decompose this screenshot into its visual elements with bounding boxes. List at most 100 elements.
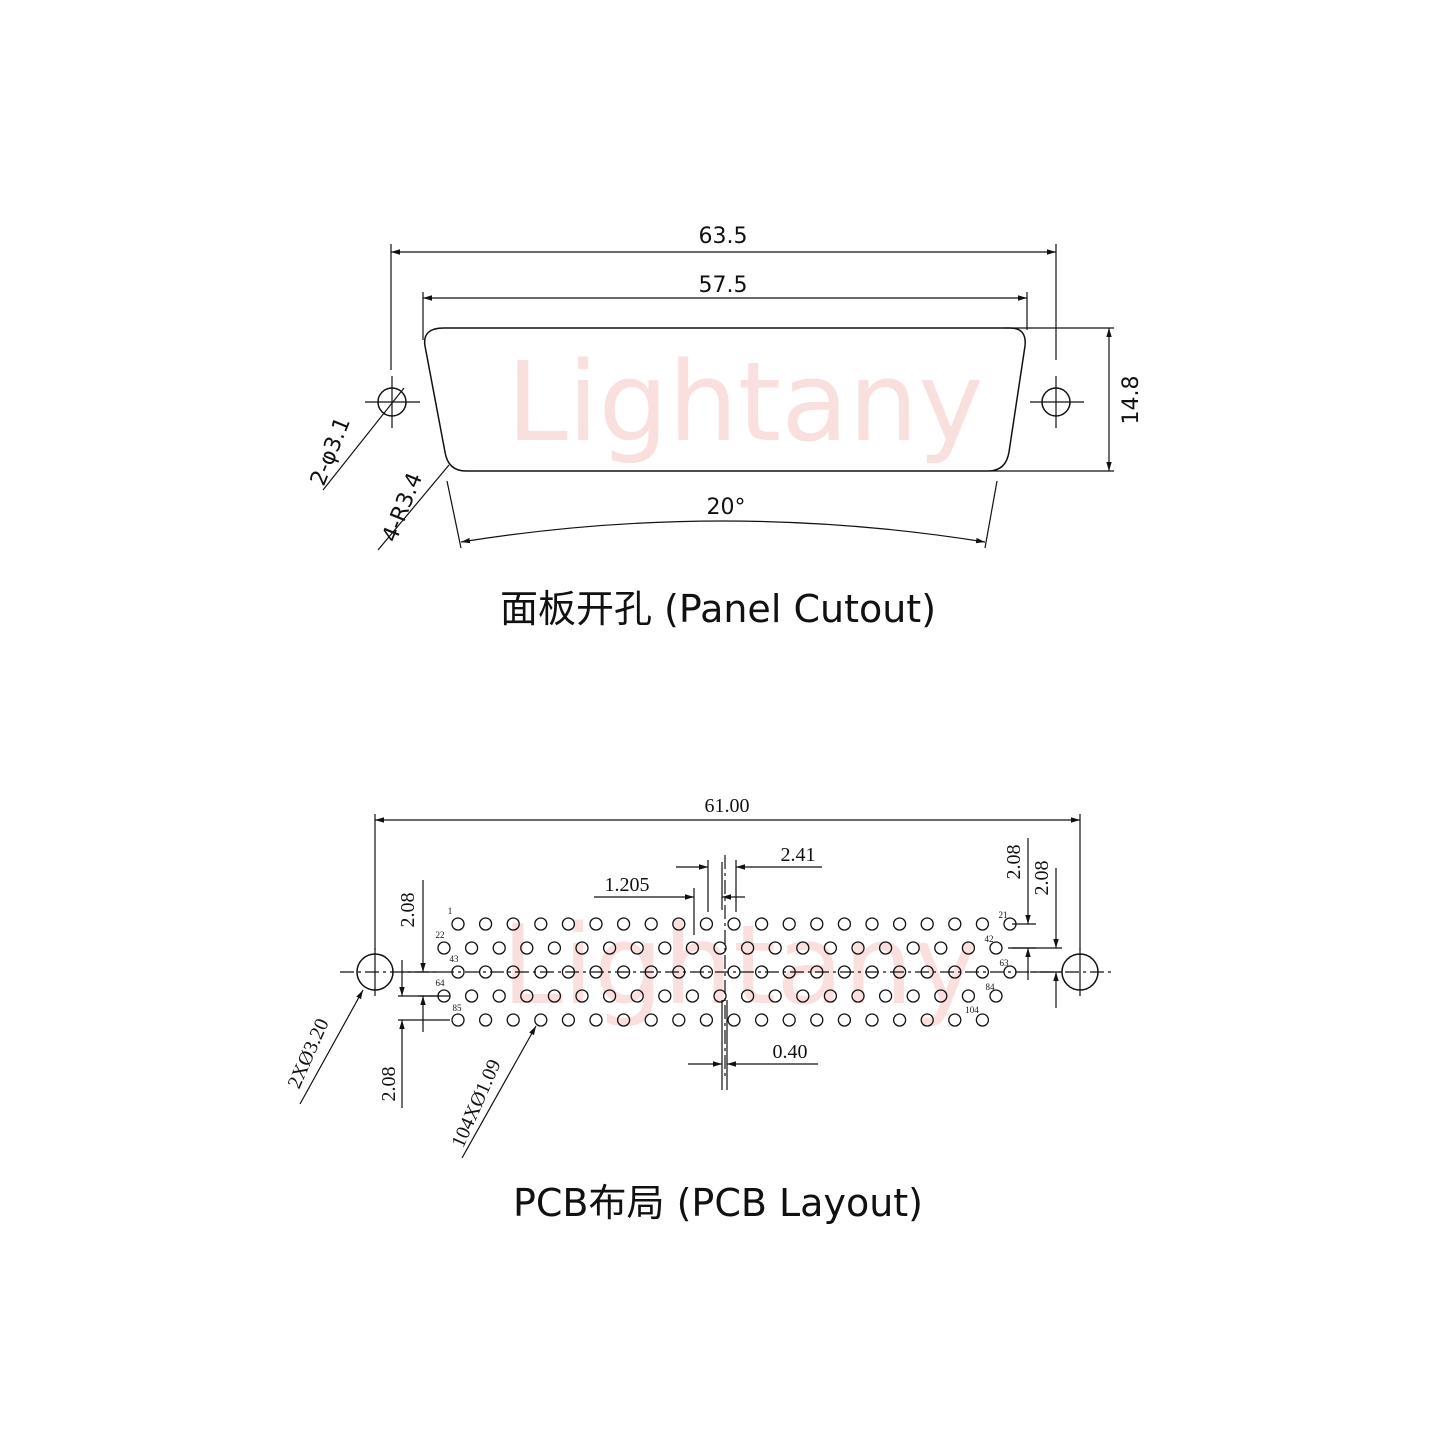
pin-hole (658, 989, 672, 1003)
dim-row-left-lower: 2.08 (378, 960, 450, 1108)
dim-angle-label: 20° (707, 495, 746, 520)
pin-hole (713, 941, 727, 955)
pin-hole (782, 917, 796, 931)
pin-hole (699, 1013, 714, 1027)
pin-hole (630, 989, 644, 1003)
pin-hole (561, 1013, 576, 1027)
pin-hole (464, 989, 479, 1003)
pin-hole (961, 941, 976, 955)
dim-height: 14.8 (990, 327, 1144, 472)
dim-half-pitch: 1.205 (594, 862, 745, 935)
pin-hole (602, 941, 617, 955)
pin-hole (644, 917, 658, 931)
pin-hole (740, 941, 755, 955)
pin-hole (892, 1013, 907, 1027)
pin-label-43: 43 (450, 954, 460, 964)
dim-pcb-overall: 61.00 (374, 795, 1081, 950)
panel-mount-hole-left (365, 376, 420, 428)
pin-hole (437, 941, 451, 955)
pin-hole (851, 989, 865, 1003)
dim-pin-hole-label: 104XØ1.09 (447, 1056, 505, 1151)
pin-hole (478, 965, 493, 979)
pin-hole (989, 989, 1003, 1003)
pin-hole (575, 941, 589, 955)
pin-hole (754, 1013, 769, 1027)
pin-hole (547, 989, 562, 1003)
pin-hole (810, 965, 824, 979)
pin-hole (575, 989, 589, 1003)
dim-row-left-upper-label: 2.08 (397, 893, 419, 928)
pin-label-22: 22 (436, 930, 445, 940)
pin-hole (547, 941, 562, 955)
pin-hole (948, 965, 962, 979)
pin-label-63: 63 (1000, 958, 1010, 968)
pcb-pin-holes (437, 917, 1017, 1027)
dim-mount-hole-callout: 2XØ3.20 (283, 989, 364, 1105)
pin-hole (837, 965, 852, 979)
pin-hole (520, 989, 534, 1003)
pin-hole (906, 989, 920, 1003)
pin-hole (534, 1013, 548, 1027)
pin-hole (782, 1013, 796, 1027)
pin-hole (727, 965, 741, 979)
pin-label-42: 42 (985, 934, 994, 944)
pin-hole (948, 917, 962, 931)
pin-hole (561, 917, 576, 931)
pin-hole (451, 917, 465, 931)
dim-half-pitch-label: 1.205 (605, 874, 650, 896)
pin-hole (589, 965, 603, 979)
pin-hole (975, 1013, 990, 1027)
dim-overall-width: 63.5 (390, 224, 1057, 370)
pin-hole (506, 917, 520, 931)
panel-mount-hole-right (1030, 376, 1084, 428)
pin-hole (451, 1013, 465, 1027)
dim-row-right-1-label: 2.08 (1003, 845, 1025, 880)
dim-radius-label: 4-R3.4 (378, 469, 428, 545)
pin-hole (602, 989, 617, 1003)
dim-row-right-2: 2.08 (1008, 861, 1062, 1008)
pin-hole (754, 965, 769, 979)
pin-hole (685, 989, 700, 1003)
pin-hole (672, 917, 686, 931)
pcb-mount-hole-left (356, 948, 394, 996)
panel-cutout-view: Lightany 63.5 57.5 (306, 224, 1144, 631)
dim-pin-hole-callout: 104XØ1.09 (447, 1025, 537, 1159)
pin-hole (865, 917, 879, 931)
pin-hole (975, 965, 990, 979)
dim-radius-callout: 4-R3.4 (377, 464, 450, 551)
pin-hole (644, 965, 658, 979)
dim-angle: 20° (446, 480, 998, 549)
pin-hole (1003, 965, 1017, 979)
dim-mount-hole-label: 2XØ3.20 (283, 1015, 333, 1091)
pin-hole (796, 941, 810, 955)
pin-hole (506, 1013, 520, 1027)
pcb-caption: PCB布局 (PCB Layout) (513, 1181, 923, 1225)
pin-hole (492, 941, 506, 955)
pin-hole (506, 965, 520, 979)
dim-pcb-overall-label: 61.00 (705, 795, 750, 817)
pin-hole (768, 941, 782, 955)
pin-hole (478, 1013, 493, 1027)
pin-hole (520, 941, 534, 955)
pin-hole (672, 965, 686, 979)
pin-hole (920, 1013, 934, 1027)
pin-hole (948, 1013, 962, 1027)
pin-label-21: 21 (999, 910, 1008, 920)
pin-hole (989, 941, 1003, 955)
dim-cutout-width-label: 57.5 (699, 273, 748, 298)
pin-hole (672, 1013, 686, 1027)
pin-label-104: 104 (965, 1005, 979, 1015)
pin-hole (534, 965, 548, 979)
dim-center-offset: 0.40 (688, 1000, 818, 1090)
pin-hole (782, 965, 796, 979)
pin-label-85: 85 (453, 1003, 463, 1013)
pin-hole (727, 1013, 741, 1027)
pin-hole (920, 965, 934, 979)
dim-hole-label: 2-φ3.1 (306, 414, 356, 490)
pin-hole (865, 965, 879, 979)
pin-hole (589, 917, 603, 931)
pin-hole (837, 1013, 852, 1027)
pin-hole (810, 1013, 824, 1027)
pin-hole (892, 917, 907, 931)
